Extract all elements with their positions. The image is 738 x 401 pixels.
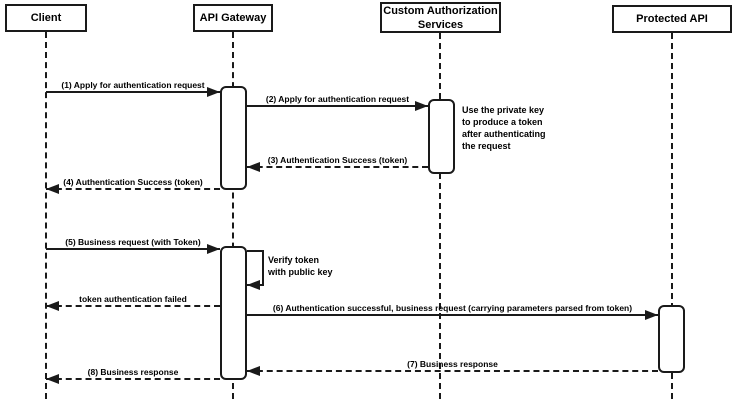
- actor-api-gateway: API Gateway: [193, 4, 273, 32]
- note-private-key: Use the private key to produce a token a…: [462, 105, 546, 151]
- message-6-label: (6) Authentication successful, business …: [272, 303, 633, 313]
- actor-protected-api: Protected API: [612, 5, 732, 33]
- arrowhead-left-icon: [247, 162, 260, 172]
- message-6-line: [247, 314, 658, 316]
- message-6: (6) Authentication successful, business …: [247, 303, 658, 320]
- activation-api-gateway-1: [220, 86, 247, 190]
- message-7-label: (7) Business response: [407, 359, 498, 369]
- arrowhead-right-icon: [207, 244, 220, 254]
- arrowhead-left-icon: [46, 301, 59, 311]
- message-1-line: [46, 91, 220, 93]
- arrowhead-right-icon: [207, 87, 220, 97]
- message-5-label: (5) Business request (with Token): [65, 237, 201, 247]
- actor-client: Client: [5, 4, 87, 32]
- message-8-line: [46, 378, 220, 380]
- arrowhead-left-icon: [247, 280, 260, 290]
- actor-custom-auth-label: Custom Authorization Services: [383, 4, 498, 31]
- message-7: (7) Business response: [247, 359, 658, 376]
- message-token-failed: token authentication failed: [46, 294, 220, 311]
- arrowhead-left-icon: [46, 184, 59, 194]
- message-3-label: (3) Authentication Success (token): [267, 155, 408, 165]
- message-3-line: [247, 166, 428, 168]
- message-2: (2) Apply for authentication request: [247, 94, 428, 111]
- message-token-failed-label: token authentication failed: [79, 294, 187, 304]
- message-2-label: (2) Apply for authentication request: [265, 94, 410, 104]
- lifeline-client: [45, 32, 47, 399]
- message-4: (4) Authentication Success (token): [46, 177, 220, 194]
- message-4-line: [46, 188, 220, 190]
- message-8-label: (8) Business response: [87, 367, 179, 377]
- message-7-line: [247, 370, 658, 372]
- arrowhead-right-icon: [415, 101, 428, 111]
- message-8: (8) Business response: [46, 367, 220, 384]
- lifeline-custom-auth: [439, 33, 441, 399]
- arrowhead-left-icon: [46, 374, 59, 384]
- activation-protected-api-1: [658, 305, 685, 373]
- actor-custom-auth: Custom Authorization Services: [380, 2, 501, 33]
- lifeline-protected-api: [671, 33, 673, 399]
- activation-api-gateway-2: [220, 246, 247, 380]
- message-token-failed-line: [46, 305, 220, 307]
- message-5: (5) Business request (with Token): [46, 237, 220, 254]
- message-1: (1) Apply for authentication request: [46, 80, 220, 97]
- actor-protected-api-label: Protected API: [636, 13, 708, 25]
- message-5-line: [46, 248, 220, 250]
- actor-client-label: Client: [30, 12, 62, 24]
- self-message-label: Verify token with public key: [268, 255, 333, 277]
- activation-custom-auth-1: [428, 99, 455, 174]
- message-2-line: [247, 105, 428, 107]
- actor-api-gateway-label: API Gateway: [199, 12, 267, 24]
- message-4-label: (4) Authentication Success (token): [63, 177, 203, 187]
- arrowhead-right-icon: [645, 310, 658, 320]
- message-3: (3) Authentication Success (token): [247, 155, 428, 172]
- message-1-label: (1) Apply for authentication request: [61, 80, 205, 90]
- lifeline-api-gateway: [232, 32, 234, 399]
- arrowhead-left-icon: [247, 366, 260, 376]
